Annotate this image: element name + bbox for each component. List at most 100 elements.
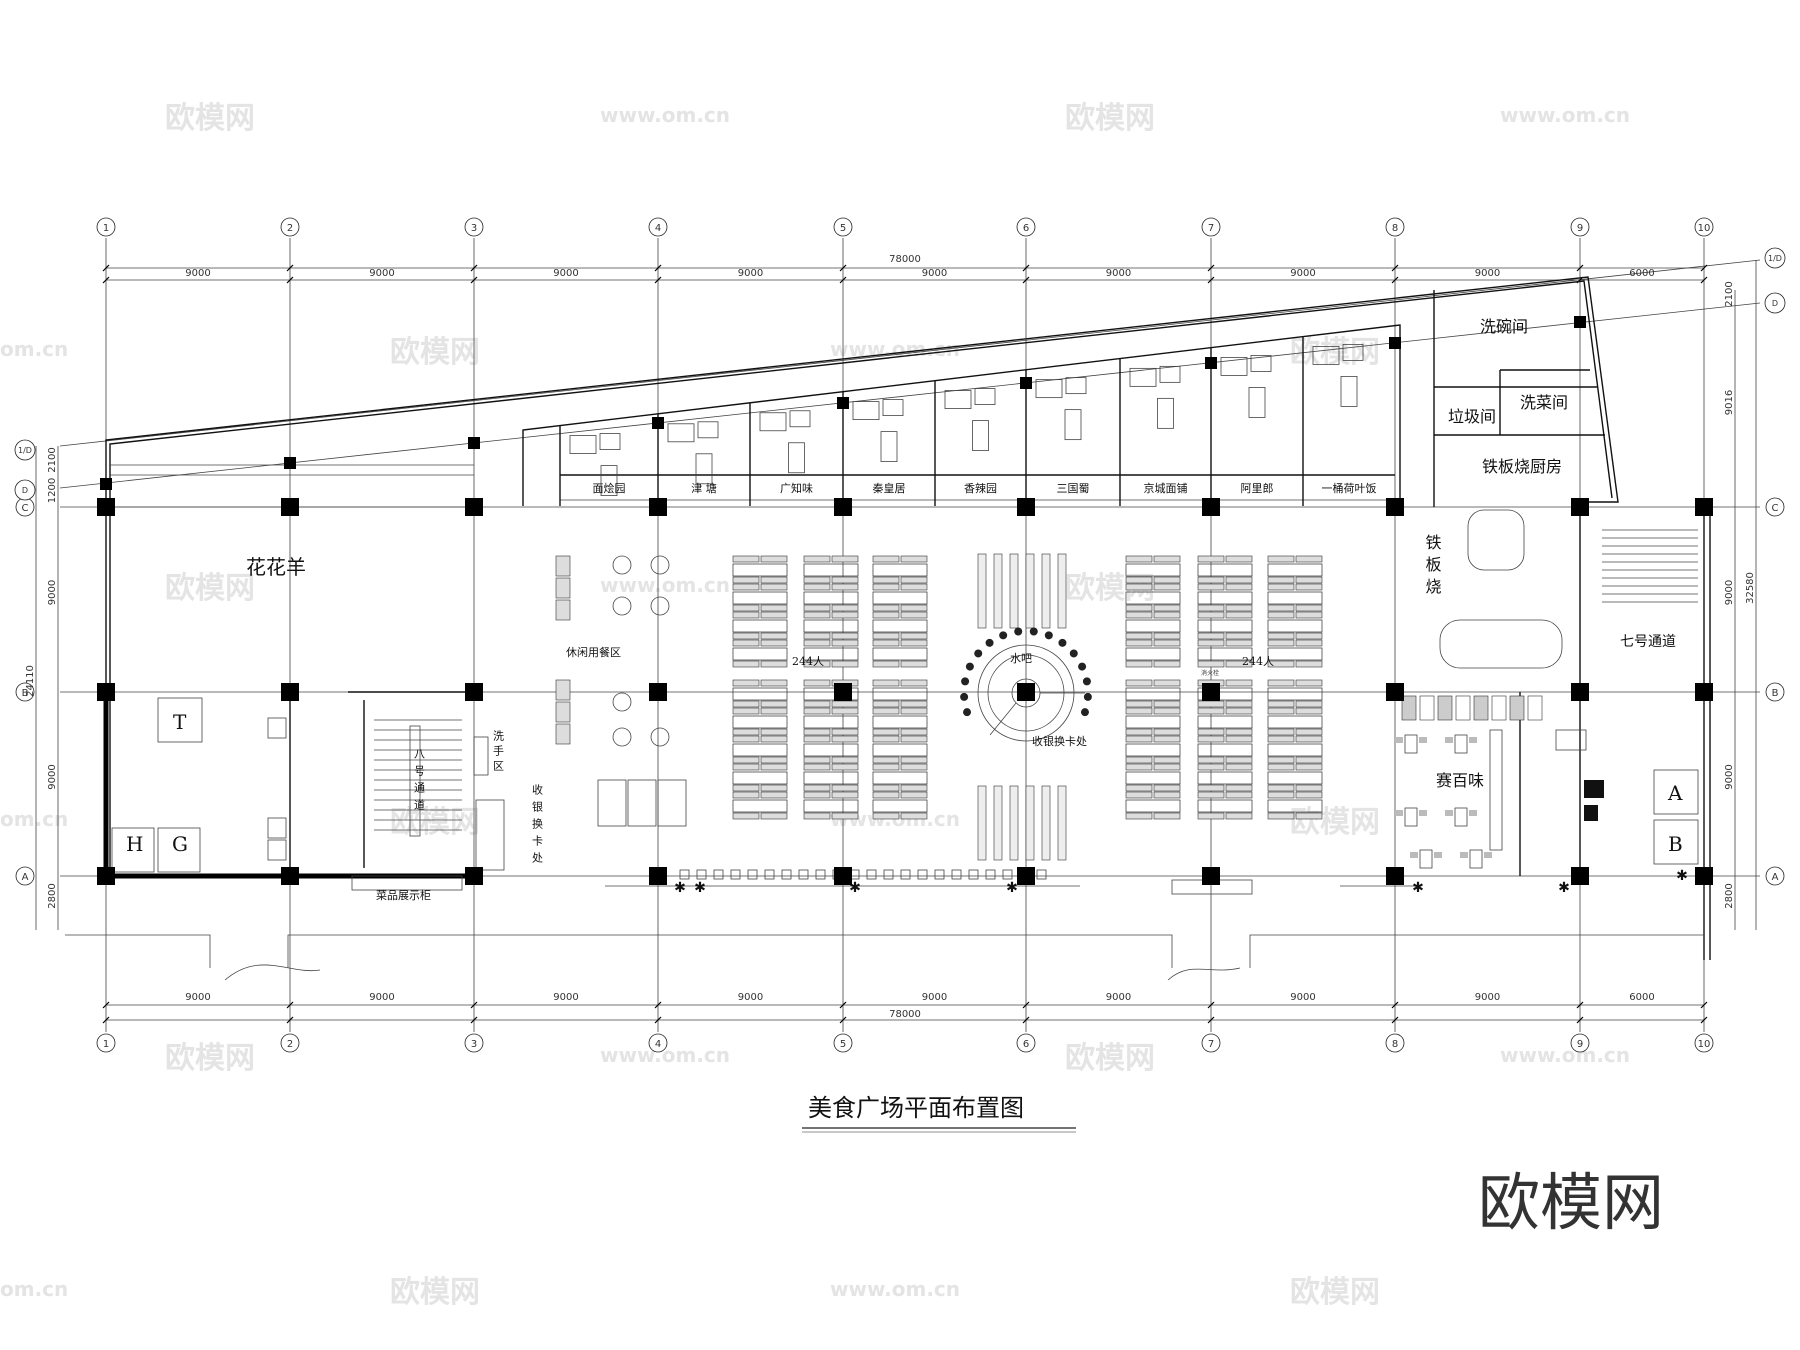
sink-icon: [1342, 343, 1364, 361]
axis-bubble: [1765, 497, 1785, 517]
column: [1202, 498, 1220, 516]
chair: [1153, 791, 1181, 799]
dim-tick: [102, 1016, 110, 1024]
table: [1454, 807, 1468, 827]
table: [872, 743, 928, 757]
dim-vertical: 9000: [47, 580, 58, 605]
column: [1202, 683, 1220, 701]
dim-tick: [1391, 1016, 1399, 1024]
table: [803, 647, 859, 661]
table: [1469, 849, 1483, 869]
axis-label: 7: [1208, 223, 1214, 234]
dim-tick: [1576, 1001, 1584, 1009]
chair: [900, 707, 928, 715]
chair: [760, 728, 788, 736]
chair: [1153, 763, 1181, 771]
dim-span: 9000: [922, 992, 947, 1003]
bar-stool: [1058, 638, 1067, 647]
column: [284, 457, 296, 469]
chair: [1197, 812, 1225, 820]
axis-label: 5: [840, 223, 846, 234]
dim-span: 9000: [553, 268, 578, 279]
chair: [803, 583, 831, 591]
bar-stool: [999, 631, 1008, 640]
axis-label: C: [22, 503, 29, 514]
chair: [760, 604, 788, 612]
chair: [1197, 784, 1225, 792]
axis-line-d: [59, 302, 1761, 489]
counter-seat: [1401, 695, 1417, 721]
axis-bubble: [1385, 1033, 1405, 1053]
chair: [1267, 583, 1295, 591]
dim-tick: [102, 276, 110, 284]
label-display-cabinet: 菜品展示柜: [376, 889, 431, 902]
axis-label: 3: [471, 223, 477, 234]
column: [834, 867, 852, 885]
chair: [732, 555, 760, 563]
chair: [872, 679, 900, 687]
dim-vertical: 9000: [1724, 764, 1735, 789]
axis-bubble: [280, 217, 300, 237]
prep-table: [1157, 397, 1174, 429]
stall-label-7: 阿里郎: [1241, 481, 1274, 495]
kitchen-stalls: 面烩园津 塘广知味秦皇居香辣园三国蜀京城面铺阿里郎一桶荷叶饭: [522, 324, 1401, 506]
sofa: [555, 701, 571, 723]
axis-bubble: [15, 682, 35, 702]
bar-stool: [1014, 627, 1023, 636]
prep-table: [1248, 387, 1266, 418]
axis-label: 9: [1577, 223, 1583, 234]
axis-label: 8: [1392, 1039, 1398, 1050]
chair: [803, 763, 831, 771]
booth: [597, 779, 627, 827]
chair: [1267, 604, 1295, 612]
plant-icon: ✱: [1558, 880, 1570, 896]
chair: [831, 555, 859, 563]
axis-bubble: [833, 217, 853, 237]
watermark-url: www.om.cn: [1500, 103, 1630, 127]
axis-label: 2: [287, 223, 293, 234]
chair: [1125, 700, 1153, 708]
axis-bubble: [464, 217, 484, 237]
column: [1571, 498, 1589, 516]
chair: [1125, 763, 1153, 771]
chair: [1225, 784, 1253, 792]
watermark-logo: 欧模网: [1065, 101, 1155, 136]
chair: [803, 728, 831, 736]
planter: [730, 869, 741, 880]
booth: [627, 779, 657, 827]
table: [1125, 771, 1181, 785]
column: [1386, 498, 1404, 516]
prep-table: [880, 431, 898, 463]
dim-tick: [1576, 1016, 1584, 1024]
chair: [900, 679, 928, 687]
chair: [1125, 679, 1153, 687]
table: [1404, 734, 1418, 754]
chair: [760, 679, 788, 687]
axis-bubble: [1570, 1033, 1590, 1053]
counter-seat: [1419, 695, 1435, 721]
column: [97, 498, 115, 516]
watermark-url: www.om.cn: [830, 1277, 960, 1301]
table: [732, 743, 788, 757]
dim-tick: [1391, 264, 1399, 272]
chair: [872, 707, 900, 715]
dim-tick: [286, 1001, 294, 1009]
chair: [1125, 735, 1153, 743]
planter: [917, 869, 928, 880]
dim-vertical: 9016: [1724, 390, 1735, 415]
sink-icon: [789, 410, 811, 428]
label-passage-7: 七号通道: [1620, 634, 1676, 650]
dim-tick: [1207, 1001, 1215, 1009]
planter: [781, 869, 792, 880]
chair: [760, 576, 788, 584]
sink-icon: [974, 388, 996, 405]
column: [97, 867, 115, 885]
chair: [1225, 707, 1253, 715]
dim-span: 9000: [1475, 268, 1500, 279]
axis-label: 2: [287, 1039, 293, 1050]
dim-tick: [1022, 1016, 1030, 1024]
chair: [803, 679, 831, 687]
dim-vertical: 9000: [1724, 580, 1735, 605]
round-table: [650, 727, 670, 747]
drawing-title: 美食广场平面布置图: [802, 1094, 1076, 1133]
